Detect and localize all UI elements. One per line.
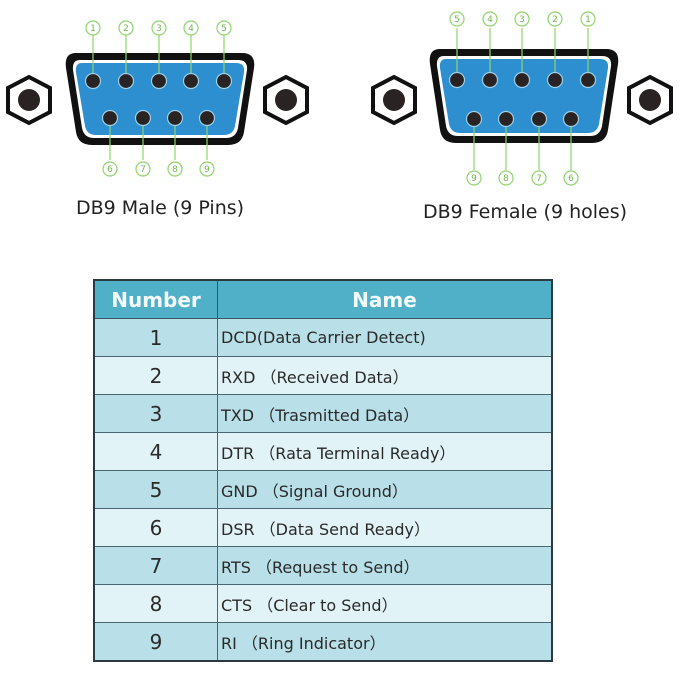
table-row: 5 GND （Signal Ground）	[93, 470, 553, 509]
pin-number-cell: 1	[93, 318, 218, 357]
pin-number: 9	[471, 174, 477, 184]
pin-number: 4	[487, 15, 493, 25]
pin-number: 8	[503, 174, 509, 184]
pin-number-cell: 7	[93, 546, 218, 585]
db9-female-connector-diagram: 5 4 3 2 1 9 8 7 6	[371, 11, 673, 186]
pin-number: 9	[204, 165, 210, 175]
pin-name-cell: RTS （Request to Send）	[217, 546, 553, 585]
pin-number: 4	[188, 24, 194, 34]
pin-number: 1	[90, 24, 96, 34]
pins	[84, 72, 233, 127]
male-connector-label: DB9 Male (9 Pins)	[76, 197, 245, 219]
table-row: 6 DSR （Data Send Ready）	[93, 508, 553, 547]
pin-number-cell: 9	[93, 622, 218, 662]
pin-number: 3	[519, 15, 525, 25]
pin-name-cell: RI （Ring Indicator）	[217, 622, 553, 662]
pin-number: 2	[123, 24, 129, 34]
pin-number: 2	[552, 15, 558, 25]
pin-name-cell: DTR （Rata Terminal Ready）	[217, 432, 553, 471]
pin-number-bubbles	[449, 11, 596, 186]
column-header-name: Name	[217, 279, 553, 319]
pin-number-bubbles	[85, 20, 232, 177]
pin-name-cell: CTS （Clear to Send）	[217, 584, 553, 623]
holes	[448, 71, 597, 128]
pinout-table: Number Name 1 DCD(Data Carrier Detect) 2…	[93, 279, 553, 662]
female-connector-label: DB9 Female (9 holes)	[423, 201, 628, 223]
d-sub-shell	[429, 49, 619, 143]
pin-number-cell: 4	[93, 432, 218, 471]
pin-number: 8	[172, 165, 178, 175]
pin-number: 1	[585, 15, 591, 25]
pin-number: 7	[140, 165, 146, 175]
pin-name-cell: DCD(Data Carrier Detect)	[217, 318, 553, 357]
hex-nut-icon	[263, 74, 309, 126]
hex-nut-icon	[371, 74, 417, 126]
column-header-number: Number	[93, 279, 218, 319]
pin-number-cell: 2	[93, 356, 218, 395]
table-row: 1 DCD(Data Carrier Detect)	[93, 318, 553, 357]
pin-number-cell: 3	[93, 394, 218, 433]
pin-name-cell: RXD （Received Data）	[217, 356, 553, 395]
table-header-row: Number Name	[93, 279, 553, 319]
pin-number-cell: 8	[93, 584, 218, 623]
pin-callout-lines	[456, 28, 589, 170]
table-row: 4 DTR （Rata Terminal Ready）	[93, 432, 553, 471]
pin-number: 7	[536, 174, 542, 184]
d-sub-shell	[65, 53, 255, 145]
db9-male-connector-diagram: 1 2 3 4 5 6 7 8 9	[6, 20, 309, 177]
pin-number: 6	[568, 174, 574, 184]
pin-number-cell: 5	[93, 470, 218, 509]
table-row: 8 CTS （Clear to Send）	[93, 584, 553, 623]
pin-number-cell: 6	[93, 508, 218, 547]
pin-name-cell: GND （Signal Ground）	[217, 470, 553, 509]
pin-number: 5	[454, 15, 460, 25]
table-row: 2 RXD （Received Data）	[93, 356, 553, 395]
hex-nut-icon	[6, 74, 52, 126]
table-row: 9 RI （Ring Indicator）	[93, 622, 553, 662]
pin-number: 5	[221, 24, 227, 34]
pin-name-cell: DSR （Data Send Ready）	[217, 508, 553, 547]
pin-number: 3	[156, 24, 162, 34]
pin-number: 6	[107, 165, 113, 175]
hex-nut-icon	[627, 74, 673, 126]
table-row: 3 TXD （Trasmitted Data）	[93, 394, 553, 433]
table-row: 7 RTS （Request to Send）	[93, 546, 553, 585]
pin-name-cell: TXD （Trasmitted Data）	[217, 394, 553, 433]
